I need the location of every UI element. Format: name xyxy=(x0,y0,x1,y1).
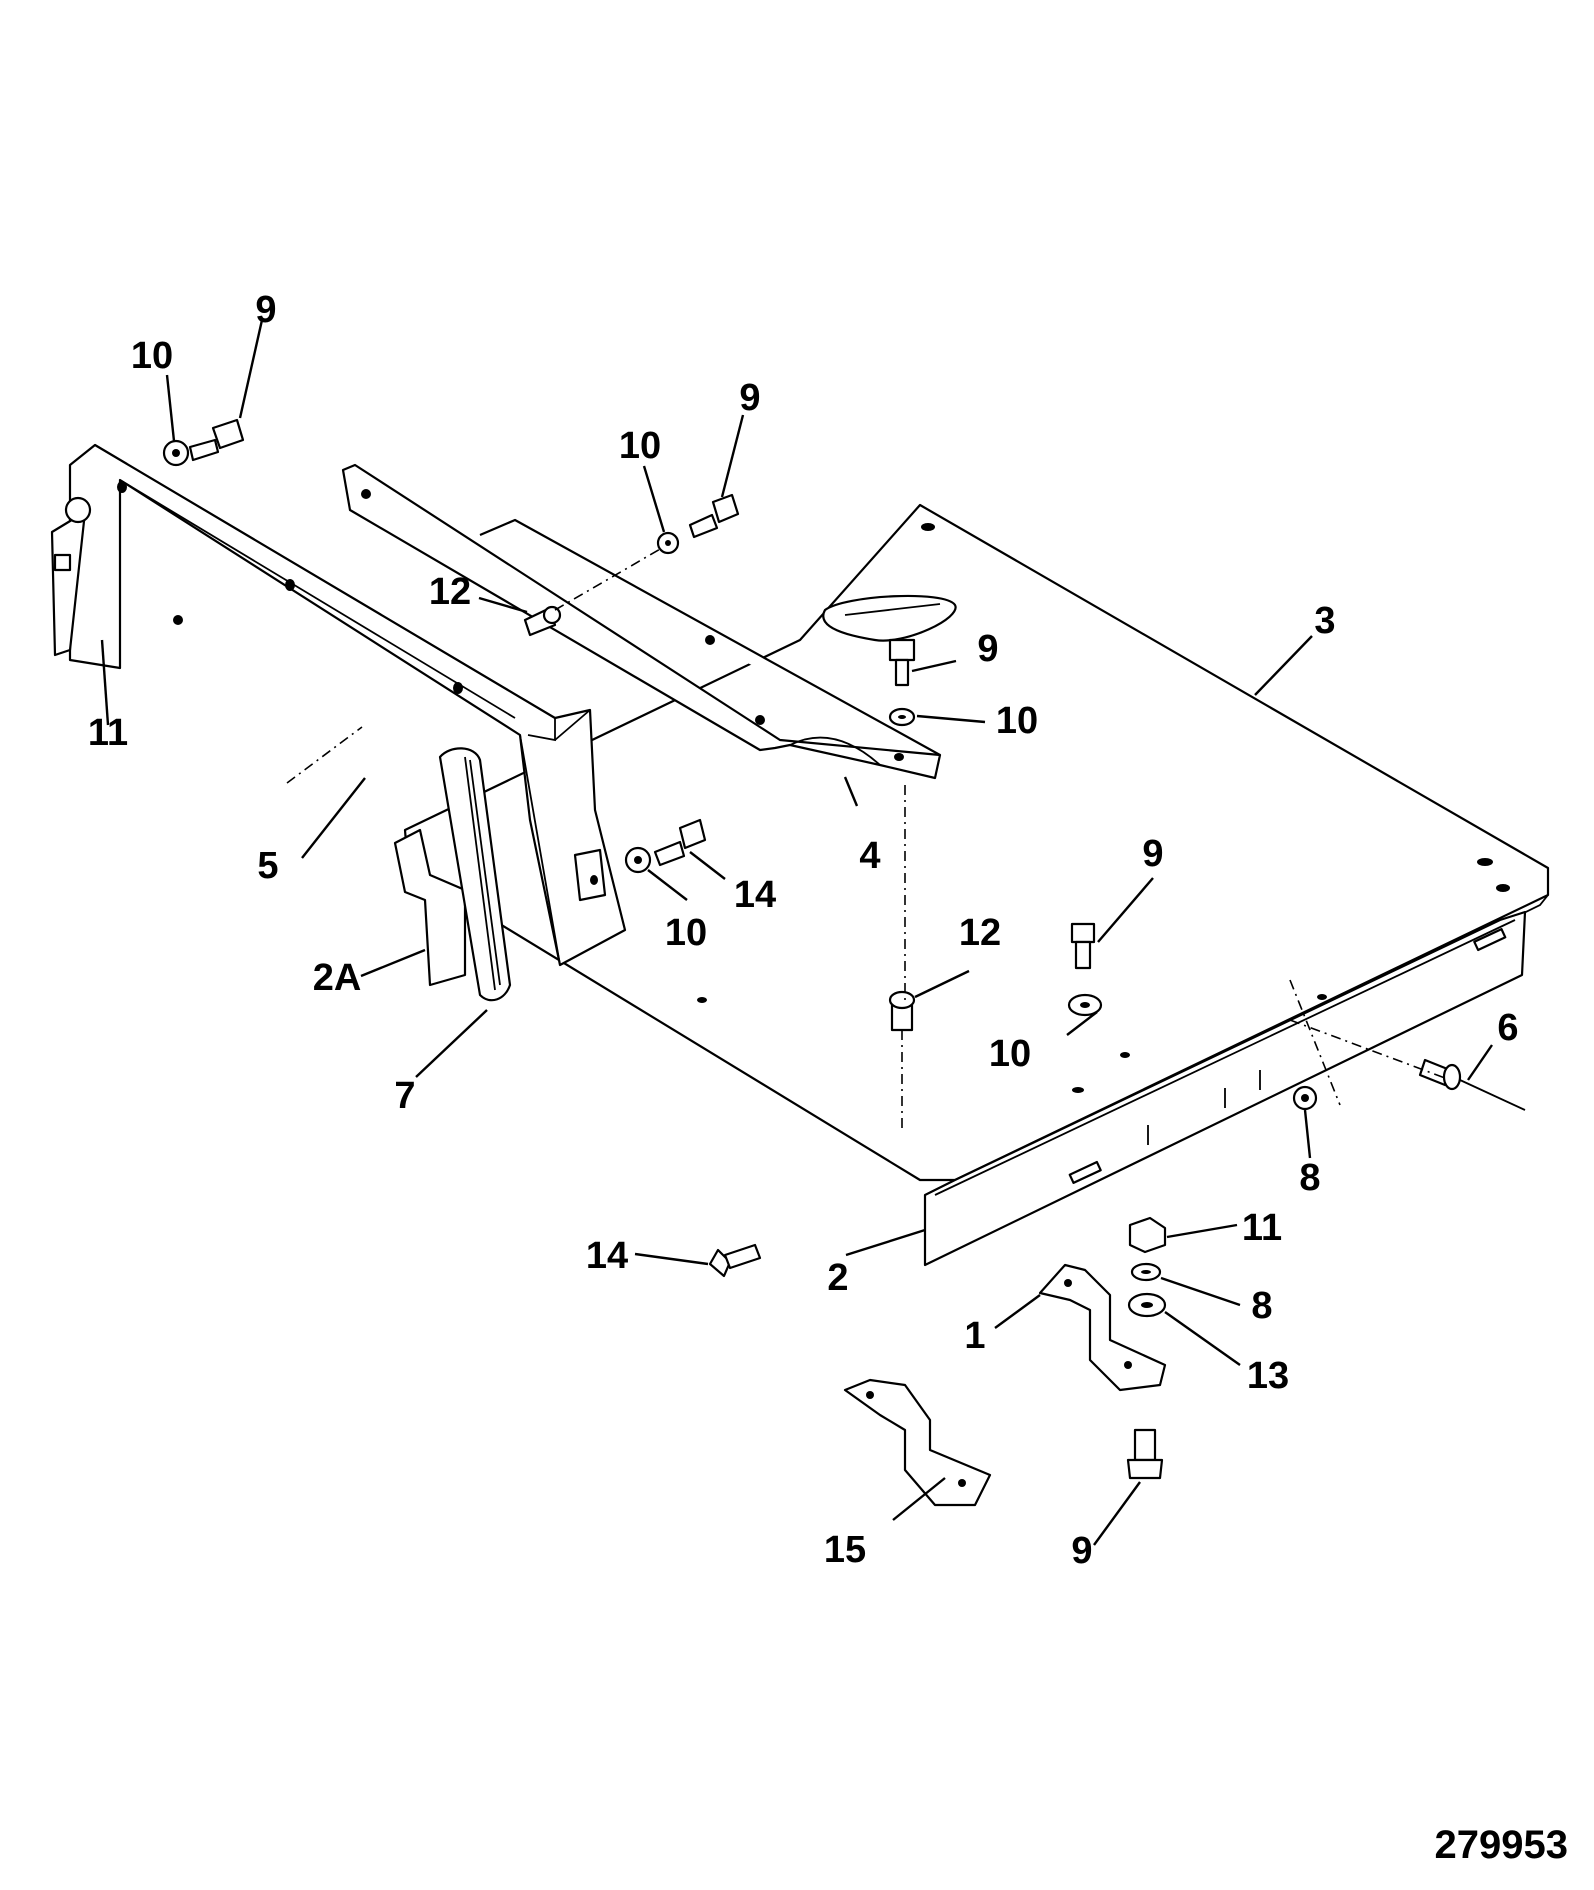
callout-10-top-left: 10 xyxy=(131,335,173,377)
leaders xyxy=(100,319,1493,1546)
callout-7: 6 xyxy=(1497,1007,1518,1049)
callout-15: 15 xyxy=(824,1529,866,1571)
callout-9-top-left: 9 xyxy=(255,289,276,331)
assembly-lines xyxy=(286,547,1446,1128)
callout-4: 4 xyxy=(859,835,880,877)
callout-14-bottom: 14 xyxy=(586,1235,628,1277)
callout-9-top-mid: 9 xyxy=(739,377,760,419)
callout-9-right: 9 xyxy=(1142,833,1163,875)
upper-bracket xyxy=(341,463,942,780)
callout-13: 13 xyxy=(1247,1355,1289,1397)
callout-10-top-mid: 10 xyxy=(619,425,661,467)
fasteners xyxy=(162,418,1526,1480)
long-bracket xyxy=(68,443,627,967)
callout-9-center: 9 xyxy=(977,628,998,670)
lower-brackets xyxy=(843,1263,1167,1507)
callout-9-bottom: 9 xyxy=(1071,1530,1092,1572)
callout-3: 3 xyxy=(1314,600,1335,642)
callout-5: 5 xyxy=(257,845,278,887)
callout-12-top: 12 xyxy=(429,571,471,613)
callout-8-right: 8 xyxy=(1299,1157,1320,1199)
callout-2A: 2A xyxy=(313,957,362,999)
callout-10-right: 10 xyxy=(989,1033,1031,1075)
callout-10-center: 10 xyxy=(996,700,1038,742)
callout-2: 2 xyxy=(827,1257,848,1299)
callout-14-mid: 14 xyxy=(734,874,776,916)
callout-8-bottom: 8 xyxy=(1251,1285,1272,1327)
callout-labels: 9 10 9 10 12 3 9 10 11 4 5 14 9 12 10 2A… xyxy=(88,289,1519,1572)
callout-12-mid: 12 xyxy=(959,912,1001,954)
vertical-channel xyxy=(438,747,512,1002)
callout-11-left: 11 xyxy=(88,712,128,754)
base-plate xyxy=(403,503,1550,1192)
figure-number: 279953 xyxy=(1435,1823,1568,1867)
left-nut xyxy=(50,496,92,657)
callout-11-bottom: 11 xyxy=(1242,1207,1282,1249)
small-plate xyxy=(393,828,467,987)
callout-6: 7 xyxy=(394,1075,415,1117)
side-rail xyxy=(923,910,1527,1267)
callout-10-mid: 10 xyxy=(665,912,707,954)
callout-1: 1 xyxy=(964,1315,985,1357)
